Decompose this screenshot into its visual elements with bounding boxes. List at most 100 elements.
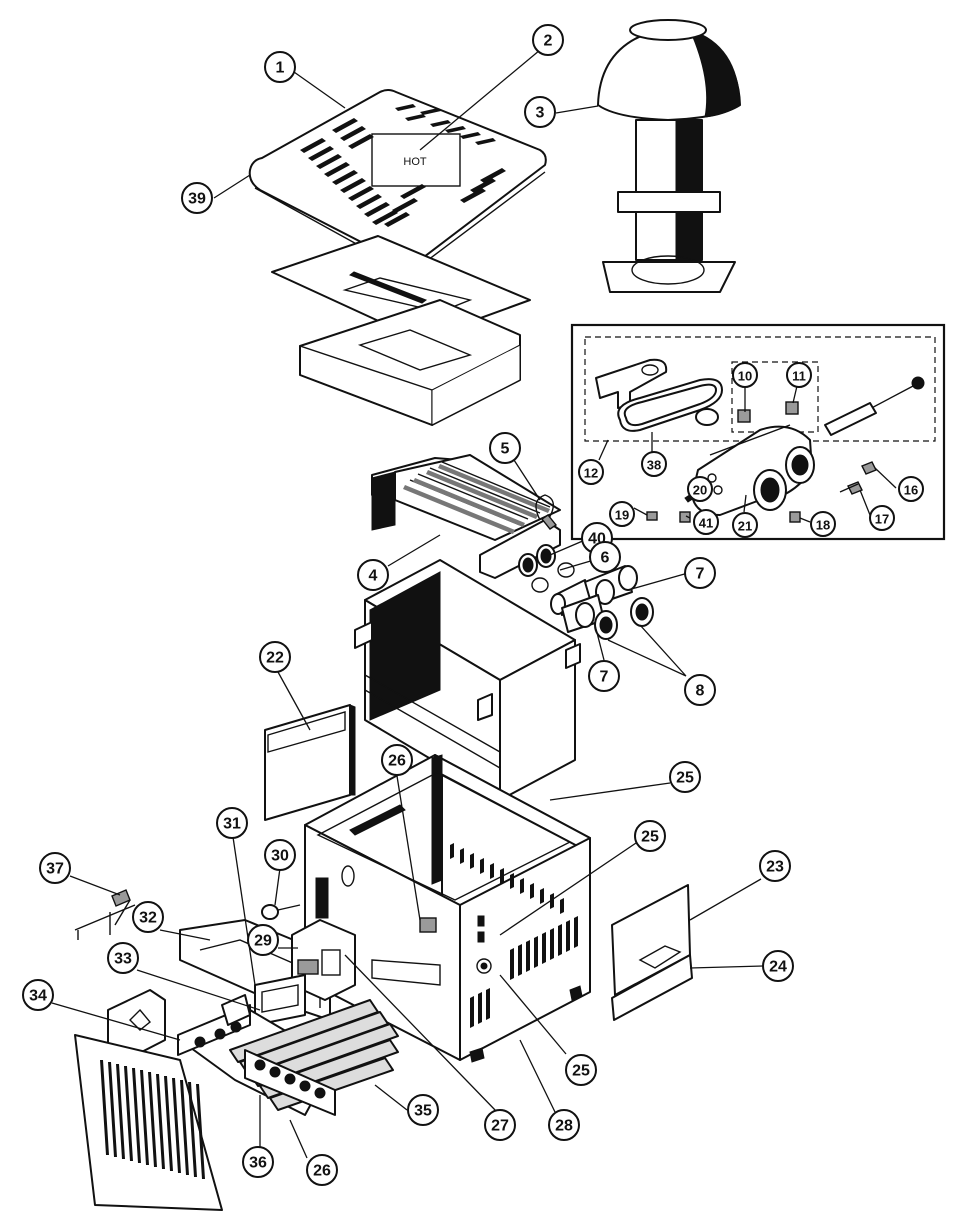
callout-25: 25: [634, 820, 666, 852]
heat-exchanger: [371, 454, 561, 579]
callout-label: 23: [766, 859, 784, 876]
callout-19: 19: [609, 501, 635, 527]
front-panel-slots: [100, 1060, 205, 1179]
callout-label: 21: [738, 519, 752, 534]
callout-circle: [732, 512, 758, 538]
callout-circle: [810, 511, 836, 537]
callout-30: 30: [264, 839, 296, 871]
callout-circle: [609, 501, 635, 527]
fin-tubes: [403, 461, 551, 534]
callout-circle: [259, 641, 291, 673]
callout-10: 10: [732, 362, 758, 388]
callout-label: 24: [769, 959, 787, 976]
callout-label: 41: [699, 516, 713, 531]
callout-label: 7: [600, 669, 609, 686]
callout-circle: [687, 476, 713, 502]
callout-circle: [407, 1094, 439, 1126]
callout-circle: [484, 1109, 516, 1141]
callout-circle: [786, 362, 812, 388]
callout-circle: [247, 924, 279, 956]
side-panel-left: [264, 704, 356, 821]
callout-25: 25: [565, 1054, 597, 1086]
callout-35: 35: [407, 1094, 439, 1126]
callout-label: 2: [544, 33, 553, 50]
callout-22: 22: [259, 641, 291, 673]
side-panels-right: [611, 884, 693, 1021]
callout-circle: [684, 557, 716, 589]
callout-label: 5: [501, 441, 510, 458]
callout-16: 16: [898, 476, 924, 502]
callout-circle: [548, 1109, 580, 1141]
vent-slots-top-cover: [300, 104, 506, 227]
callout-label: 35: [414, 1103, 432, 1120]
flue-collector-plate: [271, 235, 531, 427]
callout-23: 23: [759, 850, 791, 882]
callout-6: 6: [589, 541, 621, 573]
callout-circle: [565, 1054, 597, 1086]
callout-label: 29: [254, 933, 272, 950]
callout-25: 25: [669, 761, 701, 793]
callout-circle: [693, 509, 719, 535]
callout-7: 7: [588, 660, 620, 692]
callout-5: 5: [489, 432, 521, 464]
callout-circle: [634, 820, 666, 852]
callout-label: 30: [271, 848, 289, 865]
callout-31: 31: [216, 807, 248, 839]
callout-label: 22: [266, 650, 284, 667]
callout-label: 18: [816, 518, 830, 533]
cabinet-vent-slots: [450, 843, 578, 1028]
callout-circle: [22, 979, 54, 1011]
callout-3: 3: [524, 96, 556, 128]
callout-20: 20: [687, 476, 713, 502]
callout-37: 37: [39, 852, 71, 884]
header-inset-box: [570, 323, 946, 541]
callout-label: 6: [601, 550, 610, 567]
callout-label: 36: [249, 1155, 267, 1172]
callout-circle: [357, 559, 389, 591]
callout-32: 32: [132, 901, 164, 933]
callout-label: 3: [536, 105, 545, 122]
callout-circle: [732, 362, 758, 388]
callout-label: 26: [388, 753, 406, 770]
callout-circle: [532, 24, 564, 56]
callout-41: 41: [693, 509, 719, 535]
callout-8: 8: [684, 674, 716, 706]
callout-label: 25: [676, 770, 694, 787]
callout-label: 11: [792, 369, 806, 384]
callout-circle: [669, 761, 701, 793]
callout-label: 33: [114, 951, 132, 968]
callout-circle: [684, 674, 716, 706]
callout-label: 20: [693, 483, 707, 498]
callout-label: 4: [369, 568, 378, 585]
callout-circle: [759, 850, 791, 882]
callout-1: 1: [264, 51, 296, 83]
callout-circle: [306, 1154, 338, 1186]
callout-circle: [869, 505, 895, 531]
callout-circle: [578, 459, 604, 485]
top-cover: HOT: [248, 89, 547, 269]
callout-label: 39: [188, 191, 206, 208]
callout-circle: [381, 744, 413, 776]
leader-lines: [51, 49, 897, 1159]
callout-29: 29: [247, 924, 279, 956]
callout-7: 7: [684, 557, 716, 589]
callout-circle: [216, 807, 248, 839]
callout-label: 16: [904, 483, 918, 498]
vent-cap: [597, 19, 741, 293]
callout-circle: [242, 1146, 274, 1178]
callout-label: 26: [313, 1163, 331, 1180]
callout-label: 27: [491, 1118, 509, 1135]
callout-circle: [762, 950, 794, 982]
callout-33: 33: [107, 942, 139, 974]
callout-circle: [641, 451, 667, 477]
callout-circle: [132, 901, 164, 933]
callout-label: 37: [46, 861, 64, 878]
callout-label: 31: [223, 816, 241, 833]
callout-layer: 1233954046778222625252531303732293334232…: [22, 24, 924, 1186]
callout-circle: [107, 942, 139, 974]
main-cabinet: [304, 754, 591, 1063]
callout-24: 24: [762, 950, 794, 982]
callout-circle: [589, 541, 621, 573]
callout-label: 25: [572, 1063, 590, 1080]
